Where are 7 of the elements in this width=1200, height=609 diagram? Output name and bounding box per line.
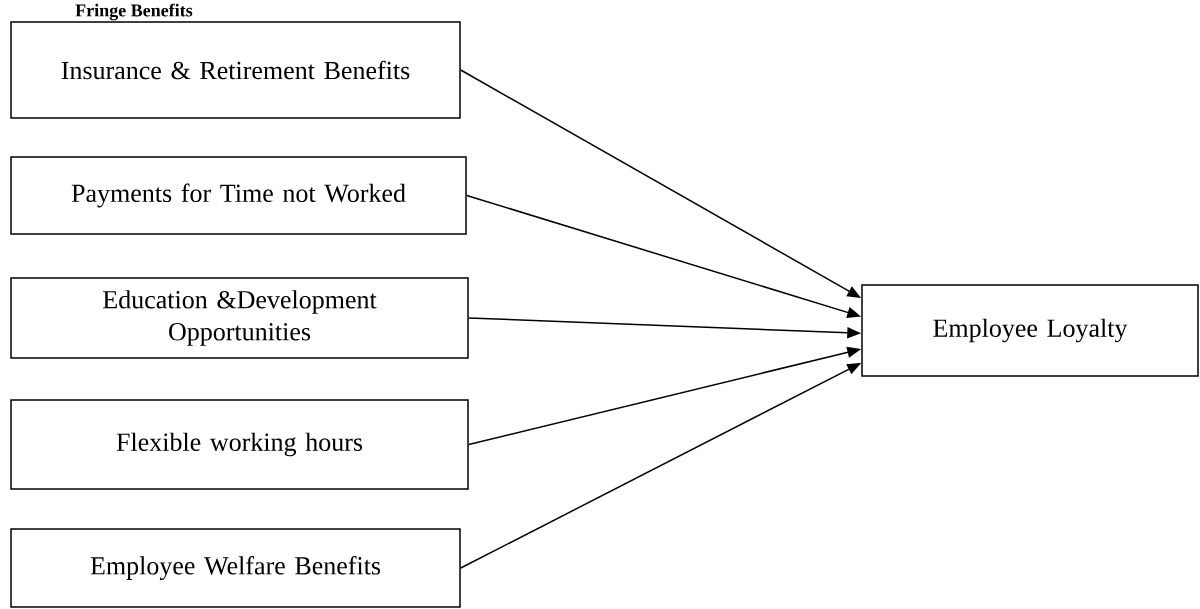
heading: Fringe Benefits: [75, 3, 193, 21]
text-box: Employee Welfare Benefits: [10, 528, 461, 608]
text-box: Education &Development Opportunities: [10, 277, 469, 359]
text-box: Flexible working hours: [10, 399, 469, 490]
text-box: Insurance & Retirement Benefits: [10, 21, 461, 119]
text-box: Employee Loyalty: [861, 284, 1199, 377]
text-box: Payments for Time not Worked: [10, 156, 467, 235]
